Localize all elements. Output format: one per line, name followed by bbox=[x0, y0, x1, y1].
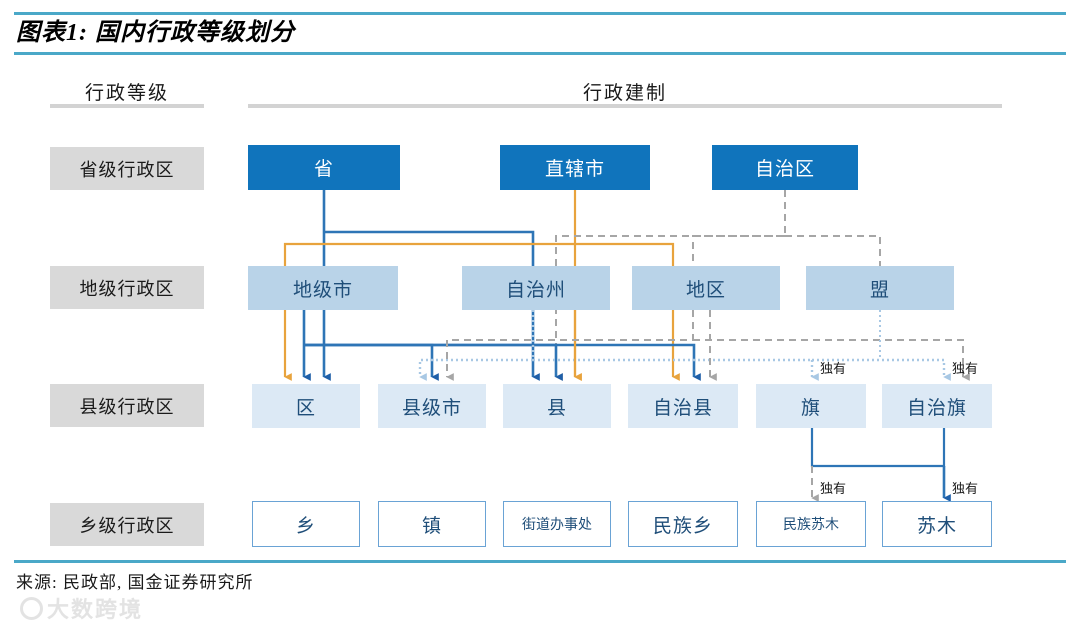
column-header-level-rule bbox=[50, 104, 204, 108]
link-zizhiqu-to-diqu bbox=[692, 190, 786, 287]
node-qi[interactable]: 旗 bbox=[756, 384, 866, 428]
watermark-ring-icon bbox=[20, 596, 43, 620]
node-minzusumu[interactable]: 民族苏木 bbox=[756, 501, 866, 547]
node-meng[interactable]: 盟 bbox=[806, 266, 954, 310]
row-label-township: 乡级行政区 bbox=[50, 503, 204, 546]
node-zizhizhou[interactable]: 自治州 bbox=[462, 266, 610, 310]
node-diqu[interactable]: 地区 bbox=[632, 266, 780, 310]
node-dijishi[interactable]: 地级市 bbox=[248, 266, 398, 310]
node-xiang[interactable]: 乡 bbox=[252, 501, 360, 547]
row-label-prefecture: 地级行政区 bbox=[50, 266, 204, 309]
node-qu[interactable]: 区 bbox=[252, 384, 360, 428]
link-qi-zizhiqi-bus bbox=[810, 428, 946, 468]
link-zizhiqu-to-zizhizhou bbox=[555, 235, 785, 381]
row-label-county: 县级行政区 bbox=[50, 384, 204, 427]
footer-rule bbox=[14, 560, 1066, 563]
title-rule-bottom bbox=[14, 52, 1066, 55]
watermark-text: 大数跨境 bbox=[47, 597, 144, 622]
annotation-exclusive-zizhiqi: 独有 bbox=[952, 361, 979, 376]
node-xianjishi[interactable]: 县级市 bbox=[378, 384, 486, 428]
link-zizhizhou-to-zizhiqi bbox=[812, 358, 951, 381]
link-zizhizhou-to-xianjishi bbox=[418, 310, 535, 381]
node-sumu[interactable]: 苏木 bbox=[882, 501, 992, 547]
column-header-system: 行政建制 bbox=[582, 83, 667, 104]
node-xian[interactable]: 县 bbox=[503, 384, 611, 428]
watermark: 大数跨境 bbox=[20, 592, 143, 624]
title-rule-top bbox=[14, 12, 1066, 15]
annotation-exclusive-minzusumu: 独有 bbox=[820, 481, 847, 496]
node-zizhiqu[interactable]: 自治区 bbox=[712, 145, 858, 190]
node-zhixiashi[interactable]: 直辖市 bbox=[500, 145, 650, 190]
row-label-provincial: 省级行政区 bbox=[50, 147, 204, 190]
link-zhixiashi-to-zizhixian bbox=[575, 242, 680, 381]
node-jiedaobanshichu[interactable]: 街道办事处 bbox=[503, 501, 611, 547]
node-sheng[interactable]: 省 bbox=[248, 145, 400, 190]
node-zizhixian[interactable]: 自治县 bbox=[628, 384, 738, 428]
node-zizhiqi[interactable]: 自治旗 bbox=[882, 384, 992, 428]
source-note: 来源: 民政部, 国金证券研究所 bbox=[16, 573, 254, 592]
column-header-system-rule bbox=[248, 104, 1002, 108]
link-zhixiashi-to-qu bbox=[283, 242, 575, 381]
node-minzuxiang[interactable]: 民族乡 bbox=[628, 501, 738, 547]
page-title: 图表1: 国内行政等级划分 bbox=[16, 20, 295, 46]
column-header-level: 行政等级 bbox=[84, 83, 169, 104]
annotation-exclusive-sumu: 独有 bbox=[952, 481, 979, 496]
link-sheng-to-zizhizhou bbox=[324, 230, 540, 381]
node-zhen[interactable]: 镇 bbox=[378, 501, 486, 547]
link-diqu-to-zizhiqi bbox=[693, 339, 970, 381]
link-diqu-to-xianjishi bbox=[446, 310, 694, 381]
link-dijishi-to-xian bbox=[304, 343, 563, 381]
link-dijishi-to-zizhixian bbox=[304, 343, 701, 381]
annotation-exclusive-qi: 独有 bbox=[820, 361, 847, 376]
